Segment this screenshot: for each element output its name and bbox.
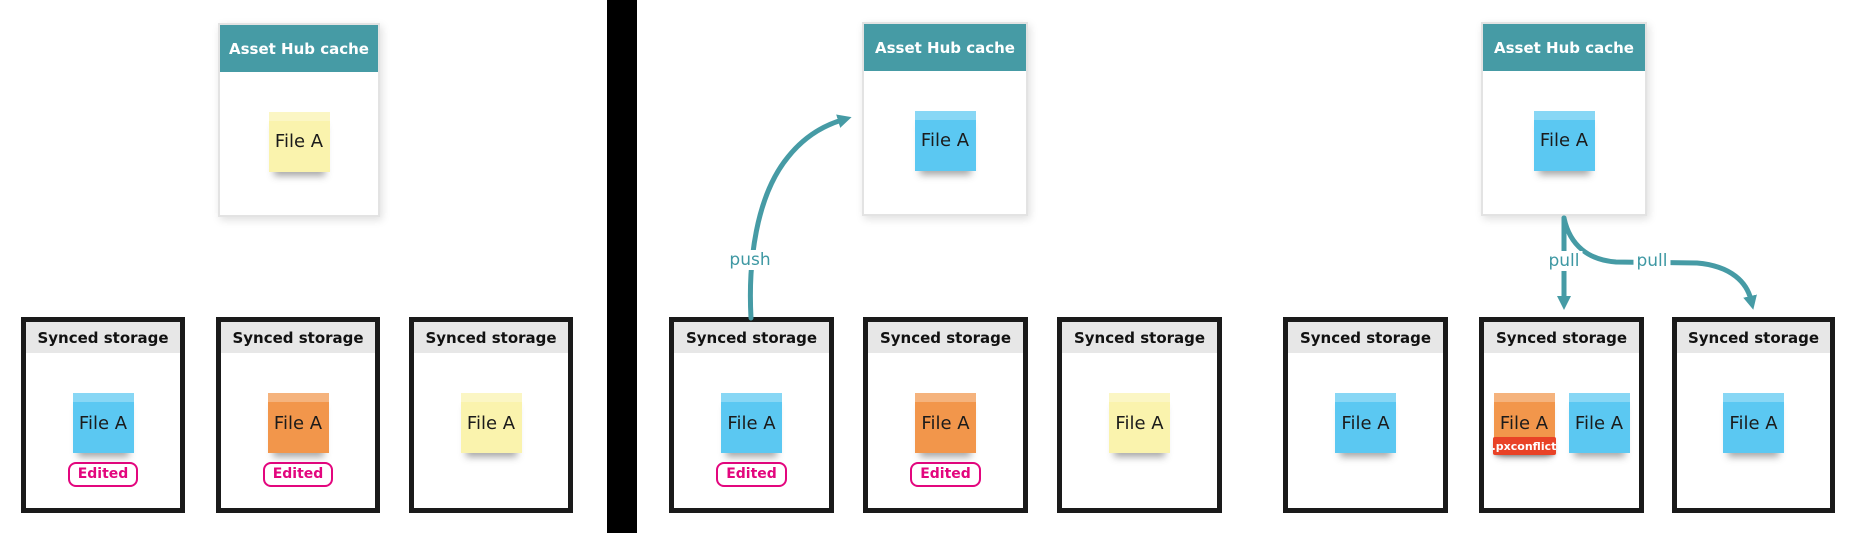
storage-box-body: File A	[1677, 353, 1830, 508]
pull-label: pull	[1545, 251, 1583, 271]
storage-box-title: Synced storage	[1062, 322, 1217, 353]
storage-box-title: Synced storage	[26, 322, 180, 353]
storage-box-body: File A Edited	[26, 353, 180, 508]
asset-hub-cache-title: Asset Hub cache	[220, 25, 378, 72]
storage-box-body: File A .pxconflict File A	[1484, 353, 1639, 508]
asset-hub-cache-body: File A	[1483, 71, 1645, 214]
storage-box-body: File A	[414, 353, 568, 508]
asset-hub-cache-box: Asset Hub cache File A	[1481, 22, 1647, 216]
storage-box-title: Synced storage	[1484, 322, 1639, 353]
pxconflict-tag: .pxconflict	[1492, 437, 1556, 455]
storage-box: Synced storage File A Edited	[863, 317, 1028, 513]
sticky-note-file-a: File A	[460, 393, 522, 453]
push-label: push	[726, 250, 774, 270]
edited-badge: Edited	[262, 462, 334, 487]
asset-hub-cache-body: File A	[864, 71, 1026, 214]
sticky-note-file-a: File A	[721, 393, 782, 453]
storage-box: Synced storage File A Edited	[216, 317, 380, 513]
storage-box-conflict: Synced storage File A .pxconflict File A	[1479, 317, 1644, 513]
storage-box-body: File A Edited	[674, 353, 829, 508]
storage-box: Synced storage File A Edited	[669, 317, 834, 513]
sticky-note-file-a: File A	[914, 110, 976, 171]
edited-badge: Edited	[716, 462, 787, 487]
storage-box: Synced storage File A	[409, 317, 573, 513]
storage-box-body: File A	[1062, 353, 1217, 508]
edited-badge: Edited	[67, 462, 139, 487]
sticky-note-file-a: File A	[1533, 110, 1595, 171]
storage-box-body: File A Edited	[221, 353, 375, 508]
sticky-note-file-a: File A	[268, 111, 330, 172]
asset-hub-cache-box: Asset Hub cache File A	[218, 23, 380, 217]
storage-box: Synced storage File A Edited	[21, 317, 185, 513]
storage-box: Synced storage File A	[1057, 317, 1222, 513]
edited-badge: Edited	[910, 462, 981, 487]
conflict-note-wrap: File A .pxconflict	[1492, 393, 1556, 455]
storage-box-title: Synced storage	[868, 322, 1023, 353]
asset-hub-cache-box: Asset Hub cache File A	[862, 22, 1028, 216]
sticky-note-file-a: File A	[1335, 393, 1396, 453]
storage-box-title: Synced storage	[674, 322, 829, 353]
asset-hub-cache-body: File A	[220, 72, 378, 215]
storage-box-body: File A	[1288, 353, 1443, 508]
storage-box-title: Synced storage	[1288, 322, 1443, 353]
sticky-note-file-a: File A	[72, 393, 134, 453]
sticky-note-file-a: File A	[915, 393, 976, 453]
sticky-note-file-a: File A	[1109, 393, 1170, 453]
storage-box: Synced storage File A	[1283, 317, 1448, 513]
storage-box: Synced storage File A	[1672, 317, 1835, 513]
sticky-note-file-a: File A	[267, 393, 329, 453]
storage-box-title: Synced storage	[414, 322, 568, 353]
storage-box-body: File A Edited	[868, 353, 1023, 508]
asset-hub-cache-title: Asset Hub cache	[1483, 24, 1645, 71]
sticky-note-file-a: File A	[1723, 393, 1784, 453]
sticky-note-file-a: File A	[1568, 393, 1630, 453]
storage-box-title: Synced storage	[1677, 322, 1830, 353]
asset-hub-cache-title: Asset Hub cache	[864, 24, 1026, 71]
push-arrow	[747, 114, 852, 321]
panel-divider-bar	[607, 0, 637, 533]
storage-box-title: Synced storage	[221, 322, 375, 353]
pull-label: pull	[1633, 251, 1671, 271]
note-row: File A .pxconflict File A	[1492, 393, 1630, 455]
